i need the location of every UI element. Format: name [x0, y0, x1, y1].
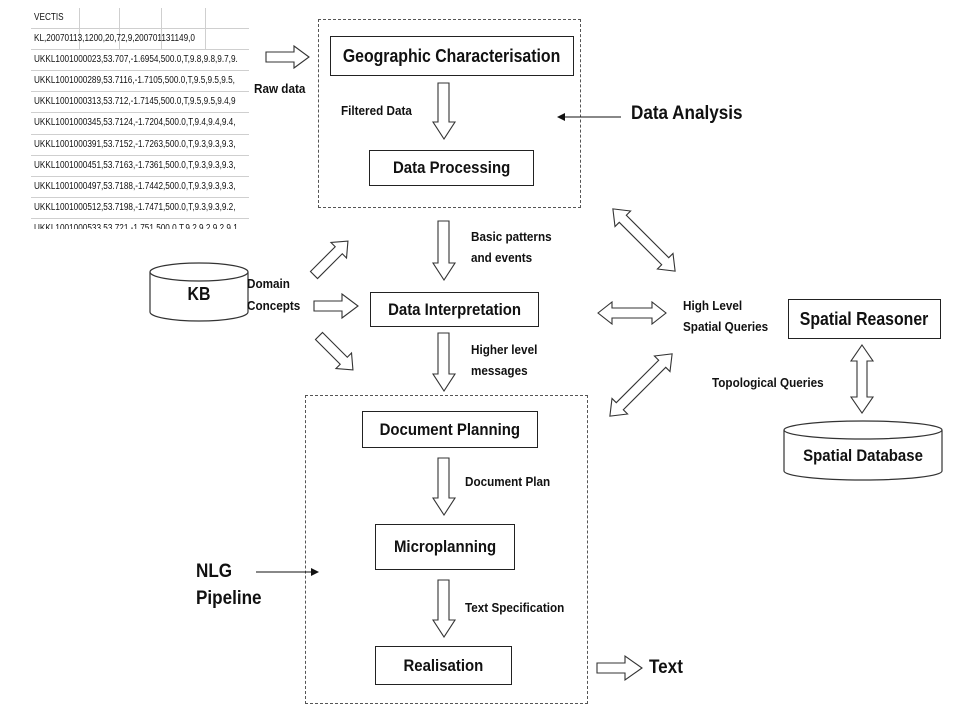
sheet-row-text: UKKL1001000391,53.7152,-1.7263,500.0,T,9… — [34, 138, 236, 150]
text-output-label: Text — [649, 657, 683, 678]
basic-patterns-label-line1: Basic patterns — [471, 229, 552, 244]
higher-level-label-line2: messages — [471, 363, 528, 378]
filtered-data-arrow — [431, 82, 457, 141]
sheet-row: UKKL1001000289,53.7116,-1.7105,500.0,T,9… — [31, 71, 249, 93]
kb-to-planning-arrow — [314, 331, 354, 371]
sheet-gridline — [119, 8, 120, 49]
basic-patterns-arrow — [431, 220, 457, 282]
text-specification-label: Text Specification — [465, 600, 565, 615]
data-analysis-label: Data Analysis — [631, 103, 743, 124]
raw-data-label: Raw data — [254, 81, 306, 96]
raw-data-arrow — [265, 44, 310, 70]
document-planning-label: Document Planning — [379, 419, 521, 439]
basic-patterns-label-line2: and events — [471, 250, 533, 265]
spatial-database-shape — [783, 420, 943, 481]
high-level-queries-label-line2: Spatial Queries — [683, 319, 769, 334]
topological-queries-label: Topological Queries — [712, 375, 824, 390]
document-plan-arrow — [431, 457, 457, 517]
reasoner-database-double-arrow — [849, 344, 875, 414]
nlg-pipeline-label-line1: NLG — [196, 561, 233, 582]
kb-to-interpretation-arrow — [313, 292, 359, 320]
sheet-row-text: UKKL1001000512,53.7198,-1.7471,500.0,T,9… — [34, 201, 236, 213]
filtered-data-label: Filtered Data — [341, 103, 412, 118]
spatial-reasoner-box: Spatial Reasoner — [788, 299, 941, 339]
sheet-row: UKKL1001000391,53.7152,-1.7263,500.0,T,9… — [31, 135, 249, 156]
high-level-queries-label-line1: High Level — [683, 298, 743, 313]
data-interpretation-label: Data Interpretation — [387, 299, 521, 319]
nlg-pipeline-label-line2: Pipeline — [196, 588, 262, 609]
sheet-row: UKKL1001000512,53.7198,-1.7471,500.0,T,9… — [31, 198, 249, 219]
sheet-row: UKKL1001000497,53.7188,-1.7442,500.0,T,9… — [31, 177, 249, 198]
data-interpretation-box: Data Interpretation — [370, 292, 539, 327]
document-plan-label: Document Plan — [465, 474, 551, 489]
sheet-row: UKKL1001000451,53.7163,-1.7361,500.0,T,9… — [31, 156, 249, 177]
sheet-row-text: UKKL1001000313,53.712,-1.7145,500.0,T,9.… — [34, 96, 236, 108]
document-planning-box: Document Planning — [362, 411, 538, 448]
sheet-row-text: UKKL1001000345,53.7124,-1.7204,500.0,T,9… — [34, 117, 236, 129]
higher-level-arrow — [431, 332, 457, 393]
nlg-pipeline-group — [305, 395, 588, 704]
sheet-gridline — [161, 8, 162, 49]
geographic-characterisation-label: Geographic Characterisation — [343, 45, 561, 66]
interpretation-query-double-arrow — [597, 300, 667, 326]
microplanning-box: Microplanning — [375, 524, 515, 570]
domain-concepts-label-line2: Concepts — [247, 298, 301, 313]
data-analysis-group — [318, 19, 581, 208]
analysis-query-double-arrow — [612, 208, 676, 272]
sheet-row-text: UKKL1001000451,53.7163,-1.7361,500.0,T,9… — [34, 159, 236, 171]
sheet-row: UKKL1001000023,53.707,-1.6954,500.0,T,9.… — [31, 50, 249, 72]
text-specification-arrow — [431, 579, 457, 639]
spatial-reasoner-label: Spatial Reasoner — [800, 308, 929, 329]
raw-data-spreadsheet: VECTIS KL,20070113,1200,20,72,9,20070113… — [31, 8, 249, 229]
domain-concepts-label-line1: Domain — [247, 276, 290, 291]
sheet-gridline — [79, 8, 80, 49]
sheet-row: KL,20070113,1200,20,72,9,200701131149,0 — [31, 29, 249, 51]
sheet-gridline — [205, 8, 206, 49]
sheet-row: UKKL1001000533,53.721,-1.751,500.0,T,9.2… — [31, 219, 249, 229]
microplanning-label: Microplanning — [393, 537, 497, 556]
sheet-row-text: UKKL1001000023,53.707,-1.6954,500.0,T,9.… — [34, 54, 238, 66]
data-processing-box: Data Processing — [369, 150, 534, 186]
text-output-arrow — [596, 654, 643, 682]
geographic-characterisation-box: Geographic Characterisation — [330, 36, 574, 76]
sheet-row: UKKL1001000313,53.712,-1.7145,500.0,T,9.… — [31, 92, 249, 114]
kb-label: KB — [187, 284, 211, 304]
sheet-row-text: UKKL1001000289,53.7116,-1.7105,500.0,T,9… — [34, 75, 235, 87]
sheet-row-text: UKKL1001000533,53.721,-1.751,500.0,T,9.2… — [34, 222, 238, 229]
higher-level-label-line1: Higher level — [471, 342, 538, 357]
spatial-database-label: Spatial Database — [803, 446, 923, 465]
sheet-header: VECTIS — [34, 12, 64, 23]
kb-database-shape — [149, 262, 249, 322]
planning-query-double-arrow — [609, 353, 673, 417]
sheet-row-text: KL,20070113,1200,20,72,9,200701131149,0 — [34, 33, 195, 45]
sheet-header-row: VECTIS — [31, 8, 249, 30]
sheet-row: UKKL1001000345,53.7124,-1.7204,500.0,T,9… — [31, 113, 249, 135]
kb-to-analysis-arrow — [309, 240, 349, 280]
sheet-row-text: UKKL1001000497,53.7188,-1.7442,500.0,T,9… — [34, 180, 236, 192]
realisation-label: Realisation — [403, 655, 484, 675]
data-processing-label: Data Processing — [392, 158, 511, 177]
realisation-box: Realisation — [375, 646, 512, 685]
